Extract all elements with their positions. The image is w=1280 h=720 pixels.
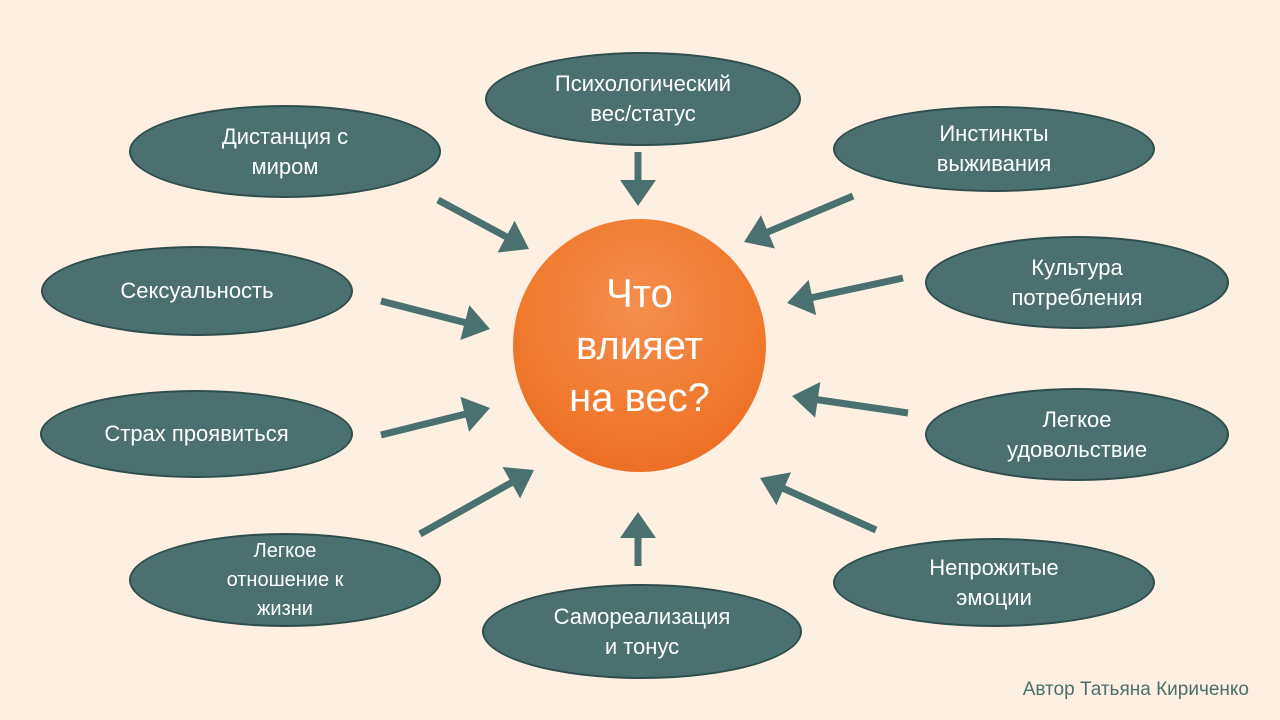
- arrow-fear: [380, 396, 490, 439]
- node-fear-label: Страх проявиться: [104, 421, 289, 446]
- node-selfreal-label: Самореализация и тонус: [553, 603, 731, 659]
- node-fear: Страх проявиться: [40, 390, 353, 478]
- author-credit: Автор Татьяна Кириченко: [1022, 679, 1249, 700]
- node-distance: Дистанция с миром: [129, 105, 441, 198]
- node-relation-label: Легкое отношение к жизни: [226, 539, 344, 620]
- node-sexuality: Сексуальность: [41, 246, 353, 336]
- arrow-emotions: [760, 472, 878, 534]
- arrow-culture: [787, 274, 904, 316]
- center-label: Что влияет на вес?: [569, 271, 710, 420]
- node-sexuality-label: Сексуальность: [120, 278, 274, 303]
- node-culture: Культура потребления: [925, 236, 1229, 329]
- arrow-pleasure: [792, 382, 909, 418]
- node-culture-label: Культура потребления: [1011, 254, 1143, 310]
- node-psych-label: Психологический вес/статус: [554, 71, 732, 126]
- node-pleasure-label: Легкое удовольствие: [1006, 406, 1148, 462]
- arrow-selfreal: [620, 512, 656, 566]
- node-pleasure: Легкое удовольствие: [925, 388, 1229, 481]
- arrow-sexuality: [380, 297, 490, 340]
- node-distance-label: Дистанция с миром: [221, 123, 349, 179]
- node-psych: Психологический вес/статус: [485, 52, 801, 146]
- center-circle: Что влияет на вес?: [513, 219, 766, 472]
- node-selfreal: Самореализация и тонус: [482, 584, 802, 679]
- node-emotions-label: Непрожитые эмоции: [929, 554, 1059, 610]
- node-instincts-label: Инстинкты выживания: [936, 121, 1052, 176]
- arrow-relation: [418, 467, 534, 538]
- node-emotions: Непрожитые эмоции: [833, 538, 1155, 627]
- node-instincts: Инстинкты выживания: [833, 106, 1155, 192]
- node-relation: Легкое отношение к жизни: [129, 533, 441, 627]
- arrow-distance: [436, 196, 529, 253]
- arrow-psych: [620, 152, 656, 206]
- arrow-instincts: [744, 192, 855, 249]
